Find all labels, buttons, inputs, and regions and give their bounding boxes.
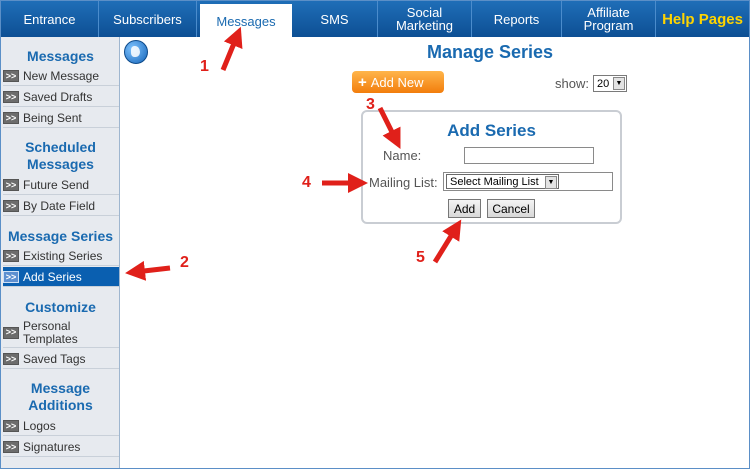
sidebar-item-being-sent[interactable]: >> Being Sent <box>3 108 119 128</box>
page-title: Manage Series <box>426 42 554 62</box>
panel-title: Add Series <box>447 121 536 140</box>
tab-subscribers[interactable]: Subscribers <box>99 1 197 37</box>
chevron-right-icon: >> <box>3 326 19 339</box>
series-name-input[interactable] <box>464 147 594 164</box>
chevron-down-icon: ▼ <box>613 77 625 90</box>
sidebar-heading-message-series: Message Series <box>7 228 114 244</box>
annotation-number-1: 1 <box>200 58 209 75</box>
chevron-right-icon: >> <box>3 199 19 212</box>
add-series-panel: Add Series Name: Mailing List: Select Ma… <box>361 110 622 224</box>
sidebar-item-personal-templates[interactable]: >> Personal Templates <box>3 318 119 348</box>
sidebar-item-label: Existing Series <box>23 248 103 263</box>
chevron-right-icon: >> <box>3 352 19 365</box>
annotation-number-5: 5 <box>416 249 425 266</box>
sidebar-item-label: By Date Field <box>23 198 96 213</box>
chevron-right-icon: >> <box>3 270 19 283</box>
add-new-label: Add New <box>370 74 424 90</box>
mailing-list-field: Select Mailing List ▼ <box>443 172 613 191</box>
tab-social-marketing[interactable]: Social Marketing <box>378 1 472 37</box>
top-navigation: Entrance Subscribers Messages SMS Social… <box>1 1 749 38</box>
sidebar-item-label: Add Series <box>23 269 82 284</box>
sidebar-item-signatures[interactable]: >> Signatures <box>3 437 119 457</box>
tab-messages[interactable]: Messages <box>200 4 292 38</box>
name-label: Name: <box>383 148 422 163</box>
sidebar-item-label: Logos <box>23 418 56 433</box>
mailing-list-label: Mailing List: <box>369 175 438 190</box>
mailing-list-select[interactable]: Select Mailing List ▼ <box>446 174 559 189</box>
show-count-select[interactable]: 20▼ <box>593 75 627 92</box>
sidebar-item-add-series[interactable]: >> Add Series <box>3 267 119 287</box>
annotation-number-4: 4 <box>302 174 311 191</box>
chevron-right-icon: >> <box>3 178 19 191</box>
sidebar-item-existing-series[interactable]: >> Existing Series <box>3 246 119 266</box>
chevron-down-icon: ▼ <box>545 176 557 189</box>
sidebar-heading-customize: Customize <box>25 299 96 315</box>
show-label: show: <box>555 76 589 91</box>
chevron-right-icon: >> <box>3 440 19 453</box>
sidebar-item-label: New Message <box>23 68 100 83</box>
tab-reports[interactable]: Reports <box>472 1 562 37</box>
sidebar-item-saved-drafts[interactable]: >> Saved Drafts <box>3 87 119 107</box>
sidebar-heading-messages: Messages <box>27 48 94 64</box>
annotation-number-2: 2 <box>180 254 189 271</box>
add-button[interactable]: Add <box>448 199 481 218</box>
sidebar-item-label: Future Send <box>23 177 90 192</box>
tab-help-pages[interactable]: Help Pages <box>662 10 743 28</box>
add-new-button[interactable]: +Add New <box>352 71 444 93</box>
sidebar-item-by-date-field[interactable]: >> By Date Field <box>3 196 119 216</box>
globe-icon[interactable] <box>124 40 148 64</box>
sidebar: Messages >> New Message >> Saved Drafts >>… <box>1 37 120 468</box>
sidebar-item-future-send[interactable]: >> Future Send <box>3 175 119 195</box>
sidebar-item-label: Personal Templates <box>23 318 78 346</box>
sidebar-heading-message-additions: Message Additions <box>28 380 93 413</box>
show-count-value: 20 <box>597 77 610 90</box>
sidebar-item-label: Saved Tags <box>23 351 86 366</box>
mailing-list-value: Select Mailing List <box>450 175 539 188</box>
tab-entrance[interactable]: Entrance <box>1 1 99 37</box>
sidebar-item-label: Saved Drafts <box>23 89 93 104</box>
tab-sms[interactable]: SMS <box>292 1 378 37</box>
chevron-right-icon: >> <box>3 419 19 432</box>
sidebar-item-label: Signatures <box>23 439 81 454</box>
sidebar-item-saved-tags[interactable]: >> Saved Tags <box>3 349 119 369</box>
chevron-right-icon: >> <box>3 249 19 262</box>
plus-icon: + <box>358 73 367 91</box>
sidebar-item-new-message[interactable]: >> New Message <box>3 66 119 86</box>
chevron-right-icon: >> <box>3 90 19 103</box>
chevron-right-icon: >> <box>3 69 19 82</box>
sidebar-item-logos[interactable]: >> Logos <box>3 416 119 436</box>
annotation-number-3: 3 <box>366 96 375 113</box>
tab-affiliate-program[interactable]: Affiliate Program <box>562 1 656 37</box>
chevron-right-icon: >> <box>3 111 19 124</box>
sidebar-item-label: Being Sent <box>23 110 82 125</box>
sidebar-heading-scheduled-messages: Scheduled Messages <box>25 139 96 172</box>
cancel-button[interactable]: Cancel <box>487 199 535 218</box>
